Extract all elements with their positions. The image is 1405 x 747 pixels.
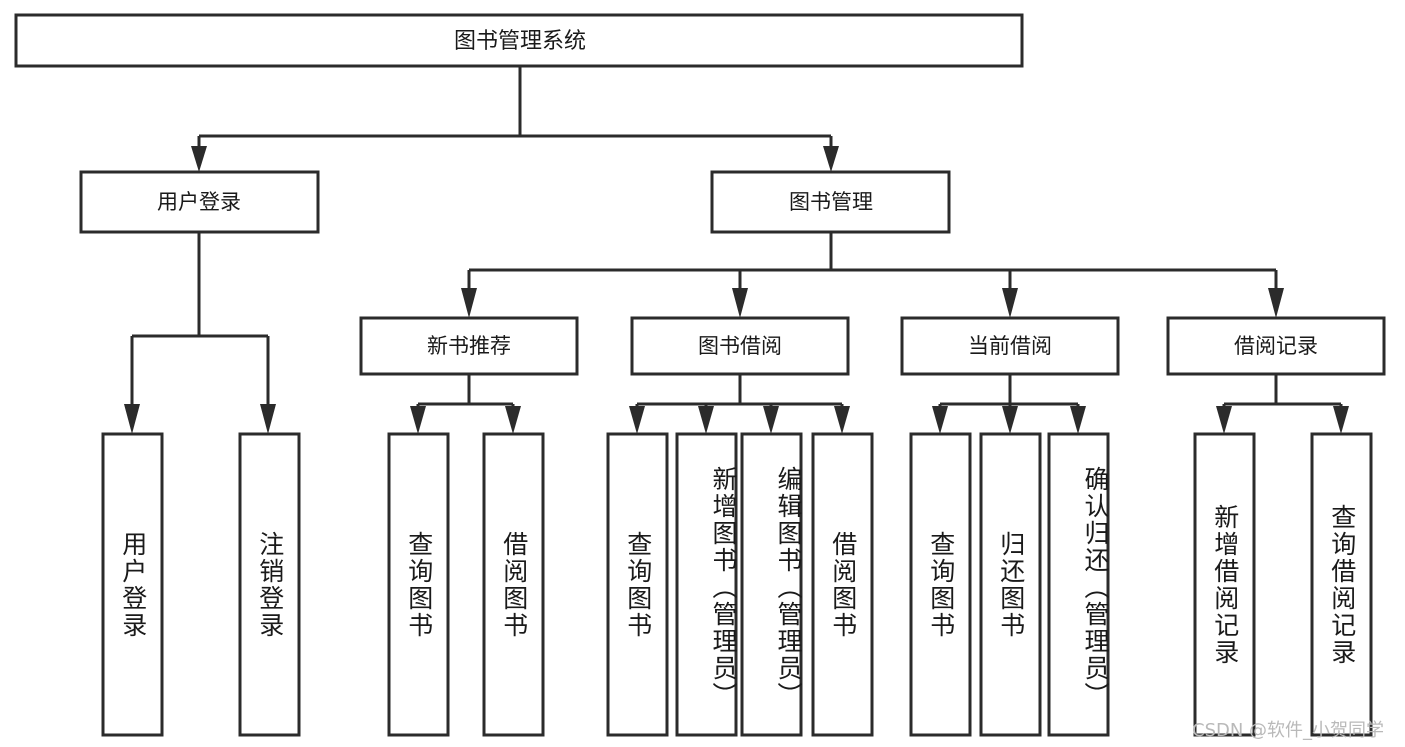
node-book-borrow-box[interactable] [630, 316, 850, 376]
arrow-head-icon [732, 288, 748, 318]
connector-group-book-borrow [629, 374, 850, 434]
leaf-box-add-book[interactable] [675, 432, 738, 737]
leaf-box-edit-book[interactable] [740, 432, 803, 737]
connector-group-borrow-record [1216, 374, 1349, 434]
leaf-box-query-record[interactable] [1310, 432, 1373, 737]
arrow-head-icon [932, 406, 948, 434]
arrow-head-icon [1333, 406, 1349, 434]
arrow-head-icon [1070, 406, 1086, 434]
connector-group-new-book-recommend [410, 374, 521, 434]
leaf-box-borrow-book-1[interactable] [482, 432, 545, 737]
csdn-watermark: CSDN @软件_小贺同学 [1192, 720, 1385, 741]
leaf-box-logout-login[interactable] [238, 432, 301, 737]
connector-group-root [191, 66, 839, 172]
node-borrow-record[interactable]: 借阅记录 [1166, 316, 1386, 376]
leaf-box-confirm-return[interactable] [1047, 432, 1110, 737]
arrow-head-icon [260, 404, 276, 434]
arrow-head-icon [461, 288, 477, 318]
node-borrow-record-label: 借阅记录 [1234, 334, 1318, 358]
node-current-borrow[interactable]: 当前借阅 [900, 316, 1120, 376]
node-root-box[interactable] [14, 13, 1024, 68]
leaf-box-query-book-1[interactable] [387, 432, 450, 737]
node-root-label: 图书管理系统 [454, 29, 586, 54]
arrow-head-icon [1268, 288, 1284, 318]
leaf-box-return-book[interactable] [979, 432, 1042, 737]
node-user-login[interactable]: 用户登录 [79, 170, 320, 234]
node-borrow-record-box[interactable] [1166, 316, 1386, 376]
arrow-head-icon [823, 146, 839, 172]
node-root[interactable]: 图书管理系统 [14, 13, 1024, 68]
node-new-book-recommend-box[interactable] [359, 316, 579, 376]
arrow-head-icon [629, 406, 645, 434]
node-book-management[interactable]: 图书管理 [710, 170, 951, 234]
node-book-management-label: 图书管理 [789, 190, 873, 214]
leaf-box-borrow-book-2[interactable] [811, 432, 874, 737]
node-book-borrow-label: 图书借阅 [698, 334, 782, 358]
node-user-login-label: 用户登录 [157, 190, 241, 214]
node-book-management-box[interactable] [710, 170, 951, 234]
leaf-box-query-book-3[interactable] [909, 432, 972, 737]
node-current-borrow-box[interactable] [900, 316, 1120, 376]
node-new-book-recommend[interactable]: 新书推荐 [359, 316, 579, 376]
node-book-borrow[interactable]: 图书借阅 [630, 316, 850, 376]
connector-group-user-login [124, 232, 276, 434]
leaf-box-query-book-2[interactable] [606, 432, 669, 737]
node-new-book-recommend-label: 新书推荐 [427, 334, 511, 358]
arrow-head-icon [410, 406, 426, 434]
arrow-head-icon [834, 406, 850, 434]
connector-group-book-management [461, 232, 1284, 318]
arrow-head-icon [1002, 288, 1018, 318]
arrow-head-icon [1002, 406, 1018, 434]
arrow-head-icon [124, 404, 140, 434]
node-user-login-box[interactable] [79, 170, 320, 234]
arrow-head-icon [698, 406, 714, 434]
leaf-box-user-login[interactable] [101, 432, 164, 737]
arrow-head-icon [763, 406, 779, 434]
node-current-borrow-label: 当前借阅 [968, 334, 1052, 358]
arrow-head-icon [505, 406, 521, 434]
leaf-box-add-record[interactable] [1193, 432, 1256, 737]
leaf-boxes [101, 432, 1373, 737]
connector-group-current-borrow [932, 374, 1086, 434]
arrow-head-icon [1216, 406, 1232, 434]
arrow-head-icon [191, 146, 207, 172]
